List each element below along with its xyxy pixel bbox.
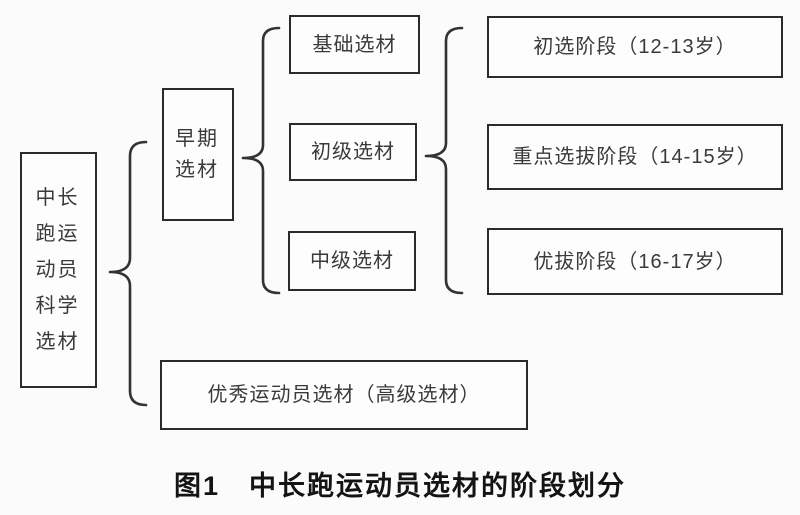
node-label: 初级选材	[311, 141, 395, 163]
node-label: 优秀运动员选材（高级选材）	[207, 384, 481, 406]
node-primary-selection: 初级选材	[289, 123, 417, 181]
node-stage-excellent-16-17: 优拔阶段（16-17岁）	[487, 228, 783, 295]
node-label: 中长跑运动员科学选材	[35, 187, 80, 353]
figure-caption: 图1 中长跑运动员选材的阶段划分	[173, 471, 626, 501]
brace-early-to-levels	[241, 26, 281, 295]
node-foundation-selection: 基础选材	[289, 15, 420, 74]
node-label: 中级选材	[310, 250, 394, 272]
node-stage-initial-12-13: 初选阶段（12-13岁）	[487, 16, 783, 78]
node-stage-key-14-15: 重点选拔阶段（14-15岁）	[487, 124, 783, 190]
node-early-selection: 早期选材	[162, 88, 234, 221]
node-label: 优拔阶段（16-17岁）	[533, 250, 737, 273]
node-label: 重点选拔阶段（14-15岁）	[512, 146, 758, 168]
node-elite-athlete-selection: 优秀运动员选材（高级选材）	[160, 360, 528, 430]
brace-levels-to-stages	[424, 26, 464, 295]
node-label: 基础选材	[312, 33, 397, 56]
brace-root-to-branches	[108, 140, 148, 407]
node-label: 早期选材	[175, 127, 219, 181]
node-intermediate-selection: 中级选材	[288, 231, 416, 291]
node-root-scientific-selection: 中长跑运动员科学选材	[20, 152, 97, 388]
node-label: 初选阶段（12-13岁）	[533, 36, 737, 58]
